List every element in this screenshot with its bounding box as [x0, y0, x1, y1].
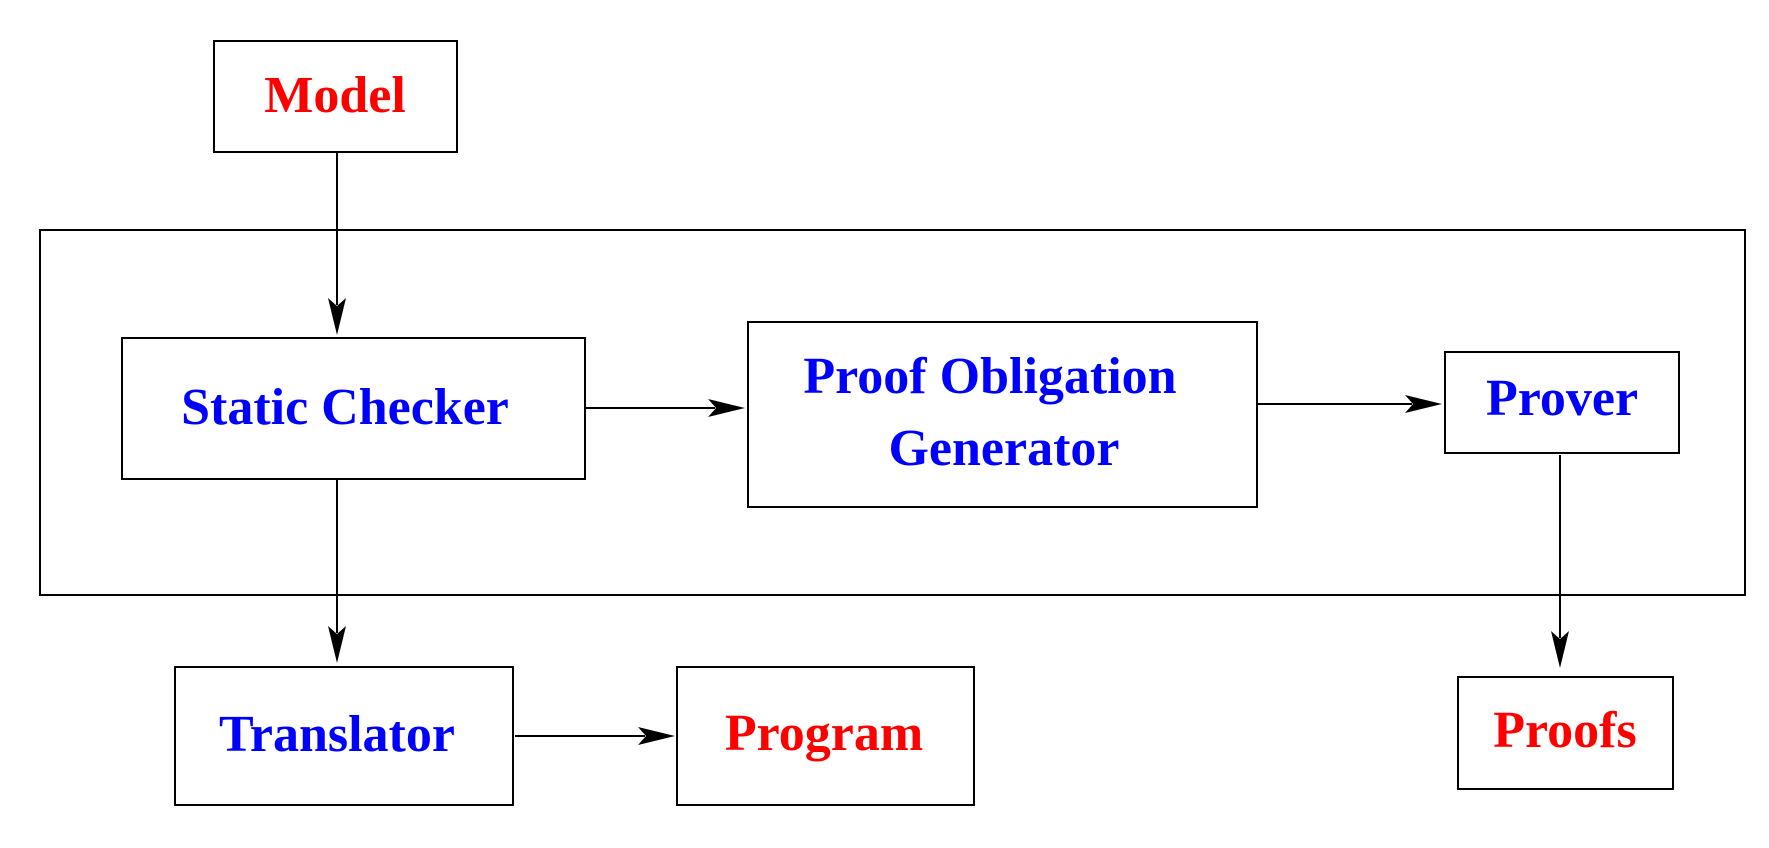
arrowhead	[708, 399, 745, 417]
model-label: Model	[264, 67, 406, 124]
arrowhead	[328, 626, 346, 663]
node-proof-obligation-generator: Proof Obligation Generator	[747, 321, 1258, 508]
node-proofs: Proofs	[1457, 676, 1674, 790]
edge-prover-to-proofs	[1551, 455, 1569, 668]
edge-pog-to-prover	[1258, 395, 1442, 413]
proofs-label: Proofs	[1493, 702, 1636, 759]
pog-label-line2: Generator	[888, 420, 1119, 477]
edge-translator-to-program	[515, 727, 675, 745]
arrowhead	[1405, 395, 1442, 413]
static-checker-label: Static Checker	[181, 379, 509, 436]
program-label: Program	[725, 705, 923, 762]
arrowhead	[638, 727, 675, 745]
prover-box	[1444, 351, 1680, 454]
prover-label: Prover	[1486, 370, 1638, 427]
node-prover: Prover	[1444, 351, 1680, 454]
arrowhead	[1551, 631, 1569, 668]
edges	[328, 153, 1569, 745]
model-box	[213, 40, 458, 153]
node-translator: Translator	[174, 666, 514, 806]
edge-static-checker-to-pog	[585, 399, 745, 417]
static-checker-box	[121, 337, 586, 480]
node-model: Model	[213, 40, 458, 153]
translator-box	[174, 666, 514, 806]
program-box	[676, 666, 975, 806]
arrowhead	[328, 298, 346, 335]
proofs-box	[1457, 676, 1674, 790]
node-static-checker: Static Checker	[121, 337, 586, 480]
node-program: Program	[676, 666, 975, 806]
edge-model-to-static-checker	[328, 153, 346, 335]
pog-box	[747, 321, 1258, 508]
toolset-frame	[39, 229, 1746, 596]
pog-label-line1: Proof Obligation	[803, 348, 1176, 405]
translator-label: Translator	[219, 706, 455, 763]
edge-static-checker-to-translator	[328, 480, 346, 663]
